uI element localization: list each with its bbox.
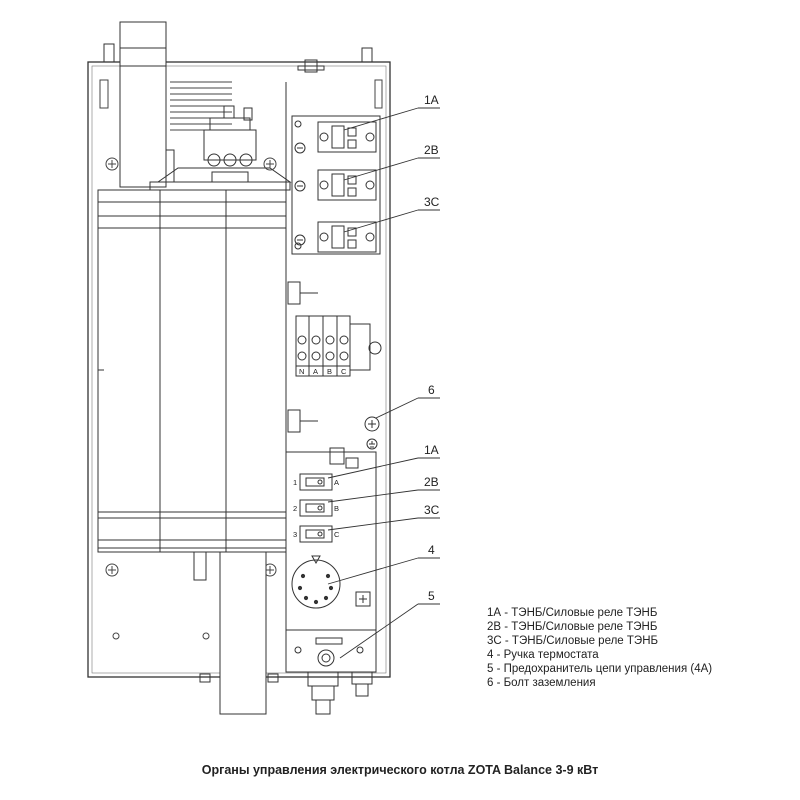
switch-side-label-b: B (334, 504, 339, 513)
terminal-label-c: C (341, 367, 347, 376)
heater-flange (149, 105, 292, 191)
callout-label-mid-2b: 2В (424, 475, 439, 489)
terminal-label-b: B (327, 367, 332, 376)
switch-label-3: 3 (293, 530, 297, 539)
switch-block (299, 447, 359, 543)
callout-label-mid-3c: 3С (424, 503, 440, 517)
fuse-holder (285, 629, 377, 673)
terminal-label-a: A (313, 367, 318, 376)
switch-side-label-a: A (334, 478, 339, 487)
callout-label-top-3c: 3С (424, 195, 440, 209)
switch-label-1: 1 (293, 478, 297, 487)
switch-label-2: 2 (293, 504, 297, 513)
thermostat-knob (291, 555, 371, 609)
legend: 1А - ТЭНБ/Силовые реле ТЭНБ 2В - ТЭНБ/Си… (487, 606, 712, 690)
bottom-pipe (193, 551, 267, 715)
top-pipe (119, 21, 167, 188)
ground-bolt (364, 416, 380, 450)
callout-label-4: 4 (428, 543, 435, 557)
callout-label-6: 6 (428, 383, 435, 397)
legend-item-3c: 3С - ТЭНБ/Силовые реле ТЭНБ (487, 635, 659, 647)
switch-side-label-c: C (334, 530, 340, 539)
callout-label-top-2b: 2В (424, 143, 439, 157)
legend-item-6: 6 - Болт заземления (487, 677, 596, 689)
cable-clips (287, 281, 318, 433)
terminal-block (295, 315, 382, 377)
relay-block (291, 115, 381, 255)
callout-lines (327, 107, 440, 659)
legend-item-1a: 1А - ТЭНБ/Силовые реле ТЭНБ (487, 607, 658, 619)
callout-label-mid-1a: 1А (424, 443, 439, 457)
cable-glands (307, 671, 373, 715)
legend-item-2b: 2В - ТЭНБ/Силовые реле ТЭНБ (487, 621, 658, 633)
callout-label-5: 5 (428, 589, 435, 603)
heater-tank (97, 189, 287, 553)
housing-screws (105, 157, 277, 640)
legend-item-4: 4 - Ручка термостата (487, 649, 599, 661)
terminal-label-n: N (299, 367, 304, 376)
legend-item-5: 5 - Предохранитель цепи управления (4А) (487, 663, 713, 675)
figure-caption: Органы управления электрического котла Z… (201, 763, 599, 777)
callout-label-top-1a: 1А (424, 93, 439, 107)
